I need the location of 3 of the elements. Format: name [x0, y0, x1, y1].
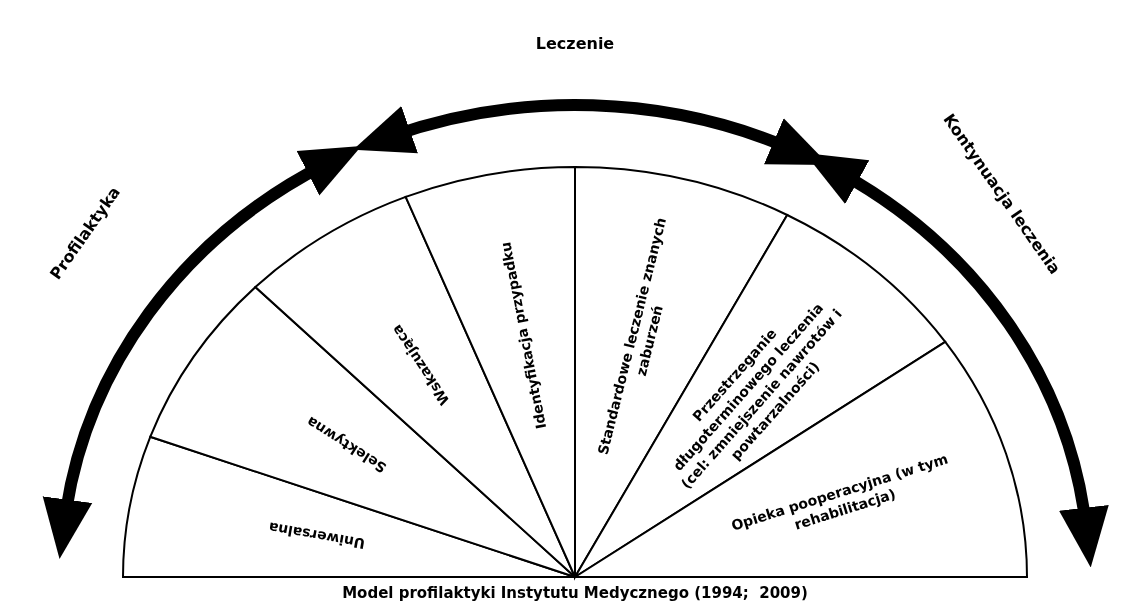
edge-label: Leczenie	[535, 33, 615, 53]
double-arrow	[44, 144, 361, 559]
caption: Model profilaktyki Instytutu Medycznego (1994; 2009)	[342, 584, 808, 602]
